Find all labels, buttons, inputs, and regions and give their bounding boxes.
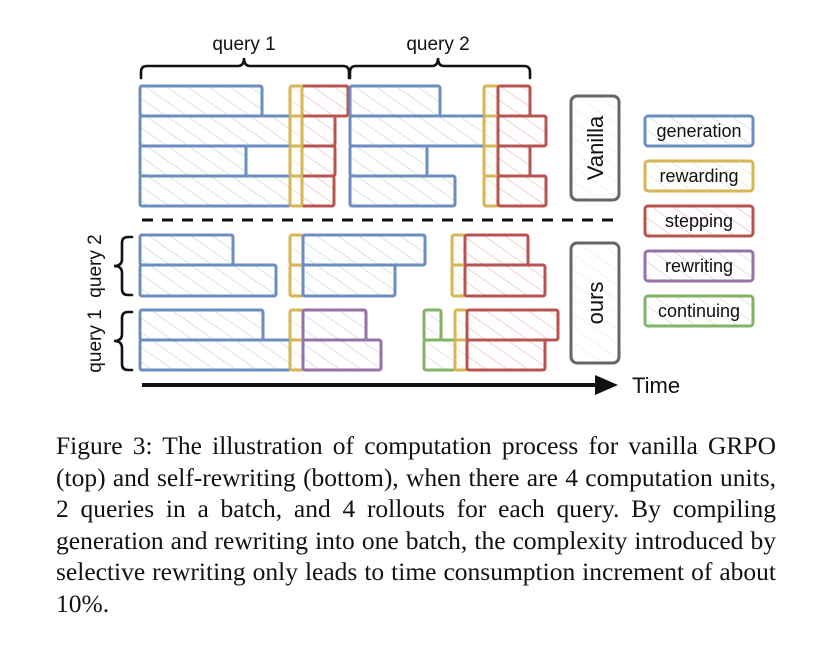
top-braces [139, 57, 532, 80]
vanilla-q2-generation-4 [348, 174, 457, 208]
vanilla-q2-generation-3 [348, 144, 429, 178]
vanilla-q1-stepping-3 [300, 144, 337, 178]
vanilla-q1-rewarding-1 [288, 84, 304, 118]
ours-gen-b1 [301, 233, 427, 267]
ours-rew-c2 [288, 338, 305, 372]
vanilla-q1-rewarding-2 [288, 114, 304, 148]
vanilla-q1-generation-4 [138, 174, 292, 208]
legend-label-rewarding: rewarding [659, 166, 738, 186]
legend-swatch-continuing [643, 294, 755, 328]
computation-timeline-diagram: query 1 query 2 query 2 query 1 Vanilla … [85, 34, 755, 398]
vanilla-q2-rewarding-3 [482, 144, 500, 178]
ours-gen-b2 [301, 263, 397, 298]
time-axis-arrowhead [595, 375, 618, 395]
ours-step-a1 [463, 233, 530, 267]
brace-label-query-1: query 1 [212, 34, 275, 55]
ours-gen-c1 [138, 308, 265, 342]
ours-rew-a2 [288, 263, 305, 298]
vanilla-q2-rewarding-4 [482, 174, 500, 208]
vanilla-q2-generation-1 [348, 84, 442, 118]
section-label-vanilla-text: Vanilla [583, 115, 608, 180]
ours-rewrite-2 [301, 338, 383, 372]
ours-rew-a1 [288, 233, 305, 267]
vanilla-q1-rewarding-3 [288, 144, 304, 178]
brace-query-1 [139, 57, 351, 80]
legend-swatch-rewarding [643, 159, 755, 193]
ours-rew-b1 [450, 233, 467, 267]
vanilla-q1-rewarding-4 [288, 174, 304, 208]
legend-label-generation: generation [656, 121, 741, 141]
ours-step-b1 [465, 308, 560, 342]
side-braces [113, 235, 134, 372]
brace-side-query-1 [113, 310, 134, 372]
ours-step-b2 [465, 338, 547, 372]
ours-rew-c1 [288, 308, 305, 342]
ours-gen-a2 [138, 263, 278, 298]
brace-query-2 [348, 57, 532, 80]
vanilla-q2-generation-2 [348, 114, 486, 148]
vanilla-q1-stepping-4 [300, 174, 336, 208]
brace-label-query-2: query 2 [406, 34, 469, 55]
vanilla-q1-generation-1 [138, 84, 264, 118]
ours-step-a2 [463, 263, 547, 298]
side-label-query-2: query 2 [85, 234, 106, 297]
legend-item-continuing: continuing [643, 294, 755, 328]
ours-rew-d1 [453, 308, 469, 342]
side-label-query-1: query 1 [85, 309, 106, 372]
figure-caption: Figure 3: The illustration of computatio… [56, 431, 776, 618]
section-label-vanilla: Vanilla [569, 94, 621, 202]
vanilla-q2-stepping-2 [496, 114, 548, 148]
legend-swatch-generation [643, 114, 755, 148]
vanilla-q2-stepping-1 [496, 84, 532, 118]
section-label-ours-text: ours [583, 282, 608, 325]
vanilla-q2-rewarding-1 [482, 84, 500, 118]
legend-item-stepping: stepping [643, 204, 755, 238]
brace-side-query-2 [113, 235, 134, 297]
vanilla-q1-stepping-1 [300, 84, 350, 118]
legend-swatch-stepping [643, 204, 755, 238]
section-label-ours: ours [569, 241, 621, 365]
legend-label-rewriting: rewriting [665, 256, 733, 276]
vanilla-q2-rewarding-2 [482, 114, 500, 148]
bars-layer [138, 84, 560, 372]
vanilla-q1-generation-3 [138, 144, 248, 178]
vanilla-q2-stepping-4 [496, 174, 548, 208]
legend-label-continuing: continuing [658, 301, 740, 321]
ours-continue-1 [422, 308, 443, 342]
time-axis-label: Time [632, 373, 680, 398]
ours-rew-d2 [453, 338, 469, 372]
vanilla-q1-generation-2 [138, 114, 292, 148]
vanilla-q2-stepping-3 [496, 144, 532, 178]
legend-item-rewarding: rewarding [643, 159, 755, 193]
vanilla-q1-stepping-2 [300, 114, 337, 148]
ours-continue-2 [422, 338, 457, 372]
ours-rew-b2 [450, 263, 467, 298]
ours-gen-c2 [138, 338, 292, 372]
ours-rewrite-1 [301, 308, 368, 342]
legend: generation rewarding stepping rewriting cont… [643, 114, 755, 328]
legend-item-generation: generation [643, 114, 755, 148]
legend-label-stepping: stepping [665, 211, 733, 231]
legend-swatch-rewriting [643, 249, 755, 283]
legend-item-rewriting: rewriting [643, 249, 755, 283]
ours-gen-a1 [138, 233, 235, 267]
